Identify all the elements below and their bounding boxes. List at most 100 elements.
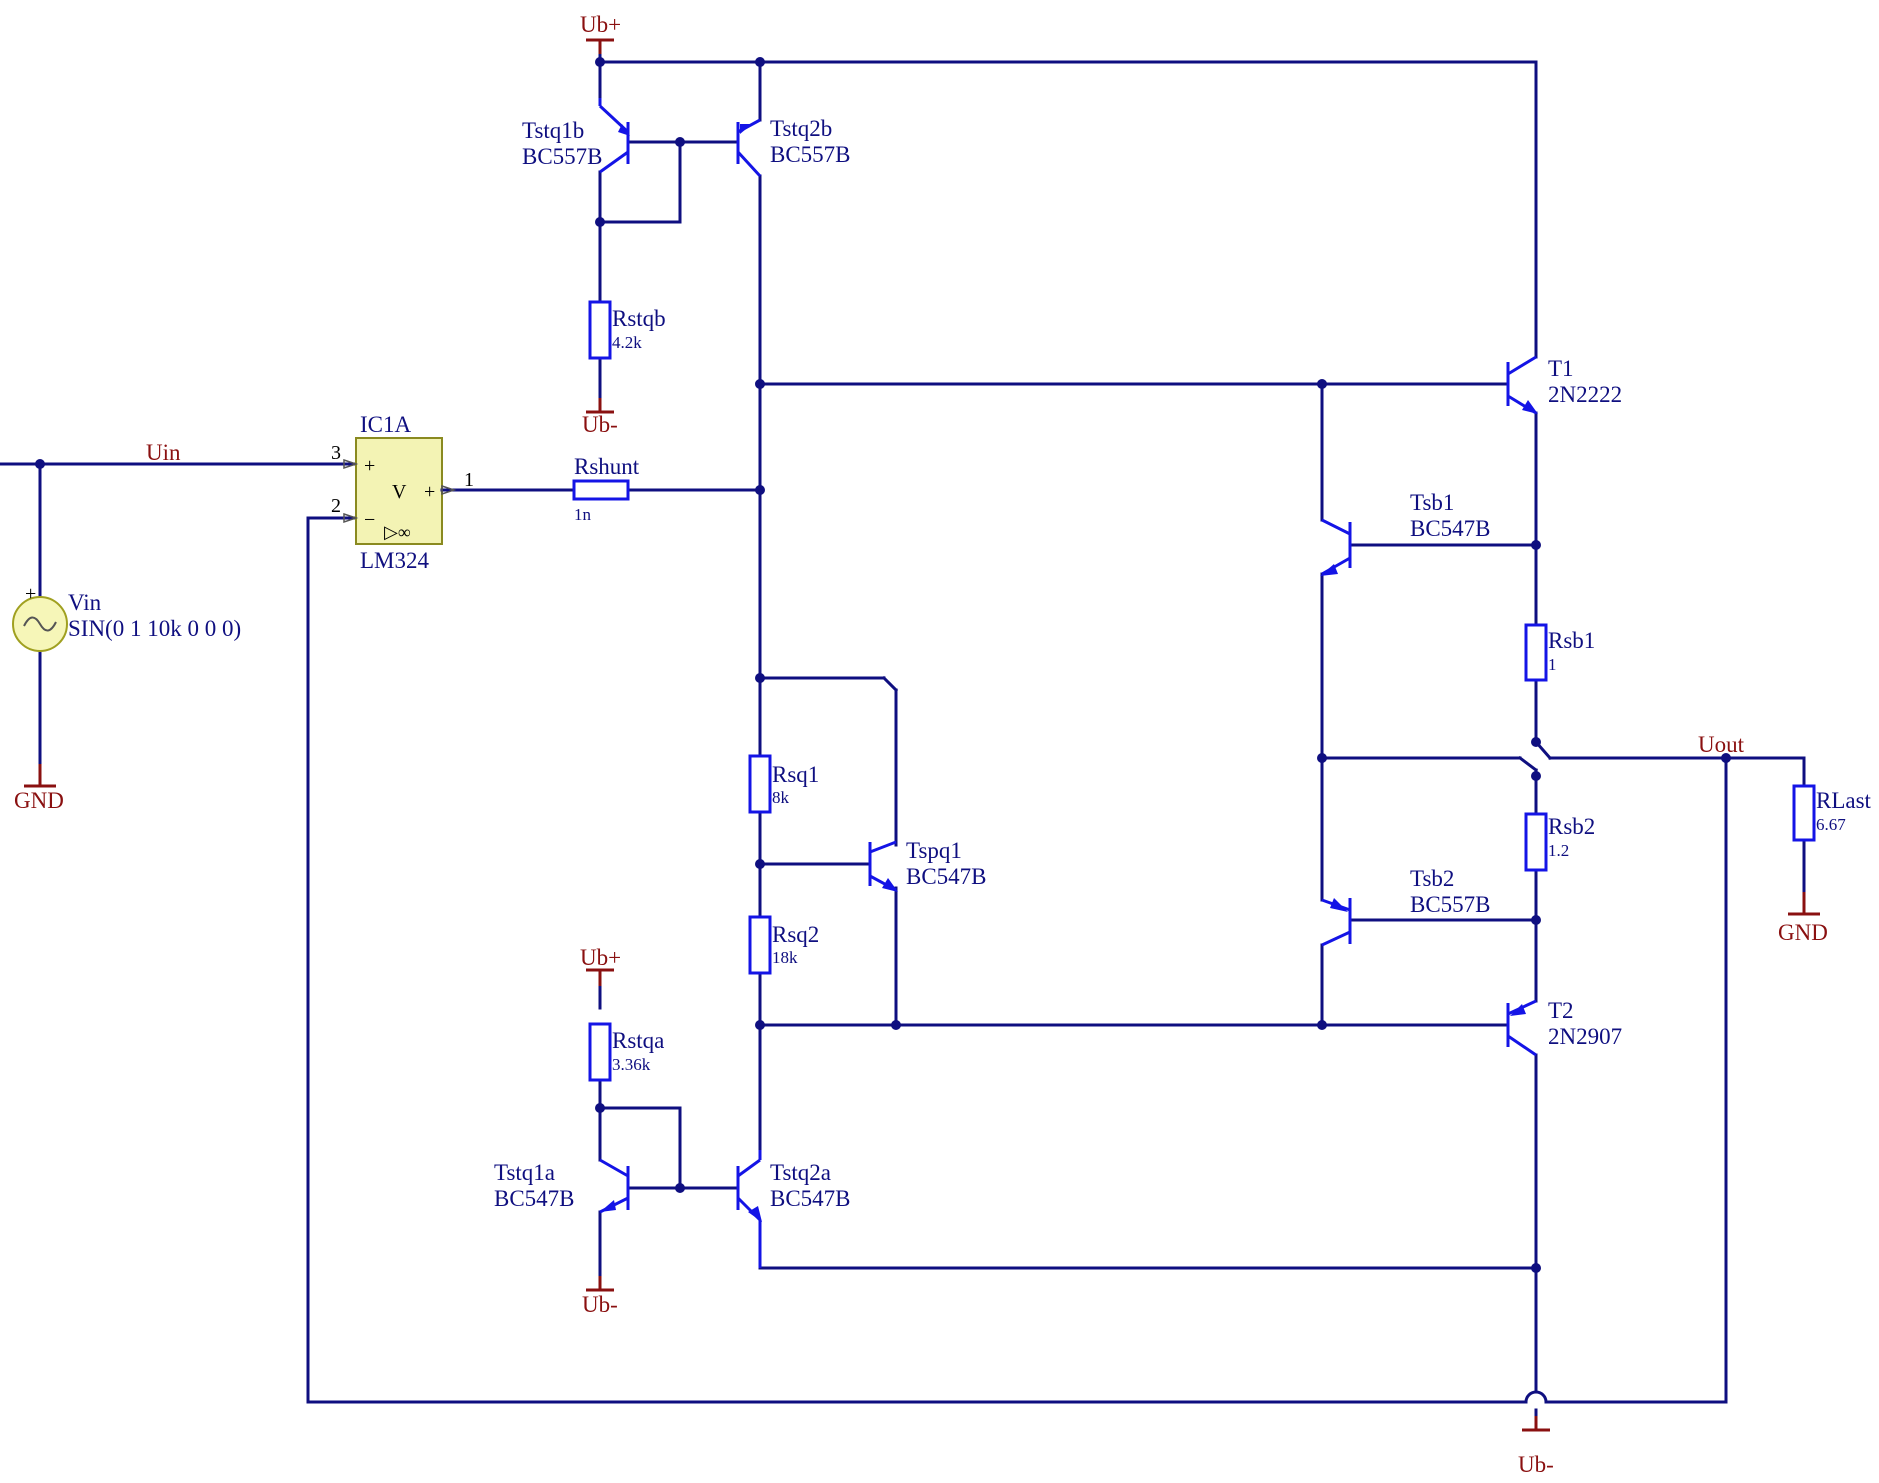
- label-text: BC557B: [1410, 892, 1491, 917]
- junction-dot: [675, 137, 685, 147]
- net-label: Ub-: [582, 412, 618, 437]
- label-text: BC547B: [1410, 516, 1491, 541]
- transistor-t2: T2 2N2907: [1506, 998, 1622, 1057]
- label-text: Rsq1: [772, 762, 819, 787]
- resistor-rshunt: Rshunt 1n: [572, 454, 640, 524]
- label-text: −: [364, 509, 375, 531]
- label-text: Rshunt: [574, 454, 640, 479]
- transistor-tstq2b: Tstq2b BC557B: [736, 116, 851, 178]
- gnd-source-symbol: GND: [14, 764, 64, 813]
- junction-dot: [1531, 915, 1541, 925]
- junction-dot: [755, 859, 765, 869]
- transistor-t1: T1 2N2222: [1506, 355, 1622, 415]
- ub-minus-rstqb-symbol: Ub-: [582, 398, 618, 437]
- transistor-tstq1a: Tstq1a BC547B: [494, 1158, 630, 1214]
- label-text: Rsb2: [1548, 814, 1595, 839]
- label-text: 1n: [574, 505, 592, 524]
- transistor-tstq2a: Tstq2a BC547B: [736, 1150, 851, 1268]
- gnd-load-symbol: GND: [1778, 892, 1828, 945]
- junction-dot: [1531, 737, 1541, 747]
- transistor-tsb1: Tsb1 BC547B: [1320, 490, 1491, 576]
- label-text: +: [424, 481, 435, 503]
- label-text: 18k: [772, 948, 798, 967]
- ub-minus-tstq1a-symbol: Ub-: [582, 1276, 618, 1317]
- label-text: 3.36k: [612, 1055, 651, 1074]
- junction-dot: [595, 57, 605, 67]
- resistor-rsq2: Rsq2 18k: [748, 915, 819, 975]
- label-text: T2: [1548, 998, 1574, 1023]
- label-text: BC547B: [494, 1186, 575, 1211]
- label-text: Rstqa: [612, 1028, 664, 1053]
- resistor-rlast: RLast 6.67: [1792, 784, 1872, 842]
- net-label-uin: Uin: [146, 440, 181, 465]
- pin-number: 1: [464, 469, 474, 491]
- label-text: T1: [1548, 356, 1574, 381]
- wires: [0, 38, 1806, 1432]
- net-label: Ub-: [1518, 1452, 1554, 1477]
- junction-dot: [675, 1183, 685, 1193]
- junction-dot: [755, 673, 765, 683]
- label-text: Tstq2a: [770, 1160, 831, 1185]
- junction-dot: [1317, 379, 1327, 389]
- junction-dot: [891, 1020, 901, 1030]
- component-value: SIN(0 1 10k 0 0 0): [68, 616, 241, 641]
- label-text: 1: [1548, 655, 1557, 674]
- transistor-tsb2: Tsb2 BC557B: [1321, 866, 1491, 947]
- resistor-rsq1: Rsq1 8k: [748, 754, 819, 814]
- junction-dot: [1721, 753, 1731, 763]
- transistor-tstq1b: Tstq1b BC557B: [522, 98, 630, 174]
- resistor-rstqa: Rstqa 3.36k: [588, 1022, 664, 1082]
- label-text: +: [364, 455, 375, 477]
- label-text: +: [25, 583, 36, 605]
- label-text: BC547B: [906, 864, 987, 889]
- ub-plus-top-symbol: Ub+: [580, 12, 621, 54]
- junction-dot: [755, 485, 765, 495]
- label-text: 2N2222: [1548, 382, 1622, 407]
- net-label-uout: Uout: [1698, 732, 1745, 757]
- pin-number: 3: [331, 442, 341, 464]
- junction-dot: [595, 1103, 605, 1113]
- label-text: 4.2k: [612, 333, 642, 352]
- label-text: Rstqb: [612, 306, 666, 331]
- label-text: RLast: [1816, 788, 1872, 813]
- junction-dot: [1317, 1020, 1327, 1030]
- junction-dot: [755, 1020, 765, 1030]
- junction-dot: [1531, 1263, 1541, 1273]
- ub-minus-bottom-symbol: Ub-: [1518, 1416, 1554, 1477]
- junction-dot: [755, 57, 765, 67]
- net-label: Ub+: [580, 12, 621, 37]
- opamp-ic1a: + − + V ▷∞ 3 2 1 IC1A LM324: [331, 412, 474, 573]
- label-text: V: [392, 481, 407, 503]
- resistor-rsb1: Rsb1 1: [1524, 623, 1595, 682]
- net-label: Ub-: [582, 1292, 618, 1317]
- label-text: Rsq2: [772, 922, 819, 947]
- label-text: 1.2: [1548, 841, 1569, 860]
- component-ref: IC1A: [360, 412, 412, 437]
- voltage-source-vin: + Vin SIN(0 1 10k 0 0 0): [12, 583, 241, 652]
- junction-dot: [1531, 771, 1541, 781]
- label-text: Tstq1b: [522, 118, 584, 143]
- junction-dot: [755, 379, 765, 389]
- label-text: Tsb2: [1410, 866, 1454, 891]
- label-text: 2N2907: [1548, 1024, 1622, 1049]
- pin-number: 2: [331, 495, 341, 517]
- label-text: Tstq2b: [770, 116, 832, 141]
- junction-dot: [1531, 540, 1541, 550]
- junction-dot: [1317, 753, 1327, 763]
- label-text: BC557B: [522, 144, 603, 169]
- label-text: 6.67: [1816, 815, 1846, 834]
- net-label: GND: [14, 788, 64, 813]
- component-ref: Vin: [68, 590, 102, 615]
- label-text: BC557B: [770, 142, 851, 167]
- resistor-rstqb: Rstqb 4.2k: [588, 300, 666, 360]
- junction-dot: [35, 459, 45, 469]
- ub-plus-rstqa-symbol: Ub+: [580, 945, 621, 986]
- junctions: [35, 57, 1731, 1273]
- label-text: BC547B: [770, 1186, 851, 1211]
- label-text: Tstq1a: [494, 1160, 555, 1185]
- net-label: Ub+: [580, 945, 621, 970]
- label-text: Tsb1: [1410, 490, 1454, 515]
- label-text: 8k: [772, 788, 790, 807]
- label-text: ▷∞: [384, 522, 411, 542]
